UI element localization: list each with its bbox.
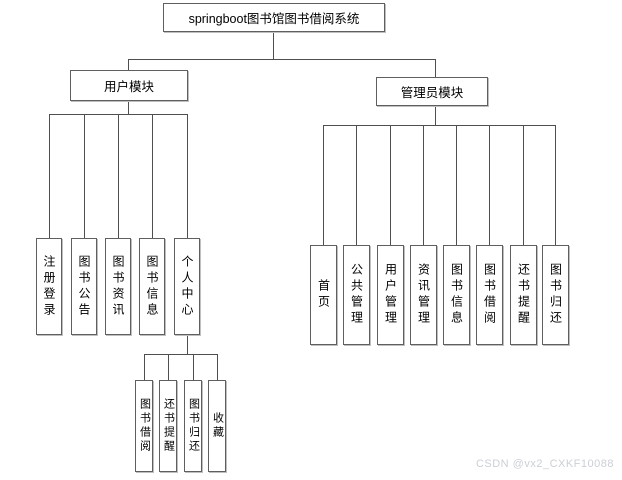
node-label: 图书信息 [449, 263, 464, 327]
node-news-management: 资讯管理 [410, 245, 437, 345]
node-public-management: 公共管理 [343, 245, 370, 345]
node-book-borrowing-admin: 图书借阅 [476, 245, 503, 345]
node-register-login: 注册登录 [36, 238, 62, 335]
node-book-announcements: 图书公告 [71, 238, 97, 335]
connector-sub-child-3 [193, 354, 194, 380]
node-label: 首页 [316, 279, 331, 311]
node-book-news: 图书资讯 [105, 238, 131, 335]
node-book-return-sub: 图书归还 [184, 380, 202, 472]
node-label: 注册登录 [42, 254, 56, 319]
node-label: 图书借阅 [482, 263, 497, 327]
node-return-reminder-admin: 还书提醒 [510, 245, 537, 345]
node-label: 还书提醒 [516, 263, 531, 327]
node-personal-center: 个人中心 [174, 238, 200, 335]
node-label: 个人中心 [180, 254, 194, 319]
connector-admin-child-3 [390, 125, 391, 245]
node-book-return-admin: 图书归还 [542, 245, 569, 345]
connector-admin-stem [435, 106, 436, 125]
node-label: 图书信息 [145, 254, 159, 319]
node-user-module: 用户模块 [70, 70, 188, 101]
connector-sub-child-1 [144, 354, 145, 380]
node-favorites: 收藏 [208, 380, 226, 472]
connector-sub-child-4 [217, 354, 218, 380]
connector-sub-child-2 [168, 354, 169, 380]
connector-admin-child-2 [356, 125, 357, 245]
connector-to-admin-module [435, 59, 436, 77]
node-label: 还书提醒 [162, 398, 175, 454]
node-book-info-admin: 图书信息 [443, 245, 470, 345]
node-label: 图书归还 [548, 263, 563, 327]
connector-root-stem [273, 32, 274, 59]
node-book-borrowing-sub: 图书借阅 [135, 380, 153, 472]
connector-user-child-2 [84, 114, 85, 238]
node-label: 用户管理 [383, 263, 398, 327]
node-label: 图书资讯 [111, 254, 125, 319]
node-book-info-user: 图书信息 [139, 238, 165, 335]
connector-personal-center-stem [187, 335, 188, 354]
connector-admin-child-7 [523, 125, 524, 245]
node-return-reminder-sub: 还书提醒 [159, 380, 177, 472]
connector-admin-child-6 [489, 125, 490, 245]
connector-user-child-5 [187, 114, 188, 238]
connector-admin-child-4 [423, 125, 424, 245]
node-admin-module: 管理员模块 [376, 77, 488, 106]
node-label: 图书公告 [77, 254, 91, 319]
connector-user-child-3 [118, 114, 119, 238]
connector-admin-child-5 [456, 125, 457, 245]
connector-root-split [128, 59, 436, 60]
node-label: 资讯管理 [416, 263, 431, 327]
connector-admin-child-8 [555, 125, 556, 245]
connector-user-child-1 [49, 114, 50, 238]
connector-user-stem [128, 101, 129, 114]
connector-user-child-4 [152, 114, 153, 238]
watermark: CSDN @vx2_CXKF10088 [475, 458, 614, 470]
node-system-title: springboot图书馆图书借阅系统 [163, 3, 385, 32]
node-label: 收藏 [211, 412, 224, 440]
node-label: 公共管理 [349, 263, 364, 327]
connector-personal-center-split [144, 354, 218, 355]
node-user-management: 用户管理 [377, 245, 404, 345]
connector-admin-child-1 [323, 125, 324, 245]
node-label: 图书借阅 [138, 398, 151, 454]
node-label: 图书归还 [187, 398, 200, 454]
node-home: 首页 [310, 245, 337, 345]
connector-admin-split [323, 125, 556, 126]
connector-to-user-module [128, 59, 129, 70]
